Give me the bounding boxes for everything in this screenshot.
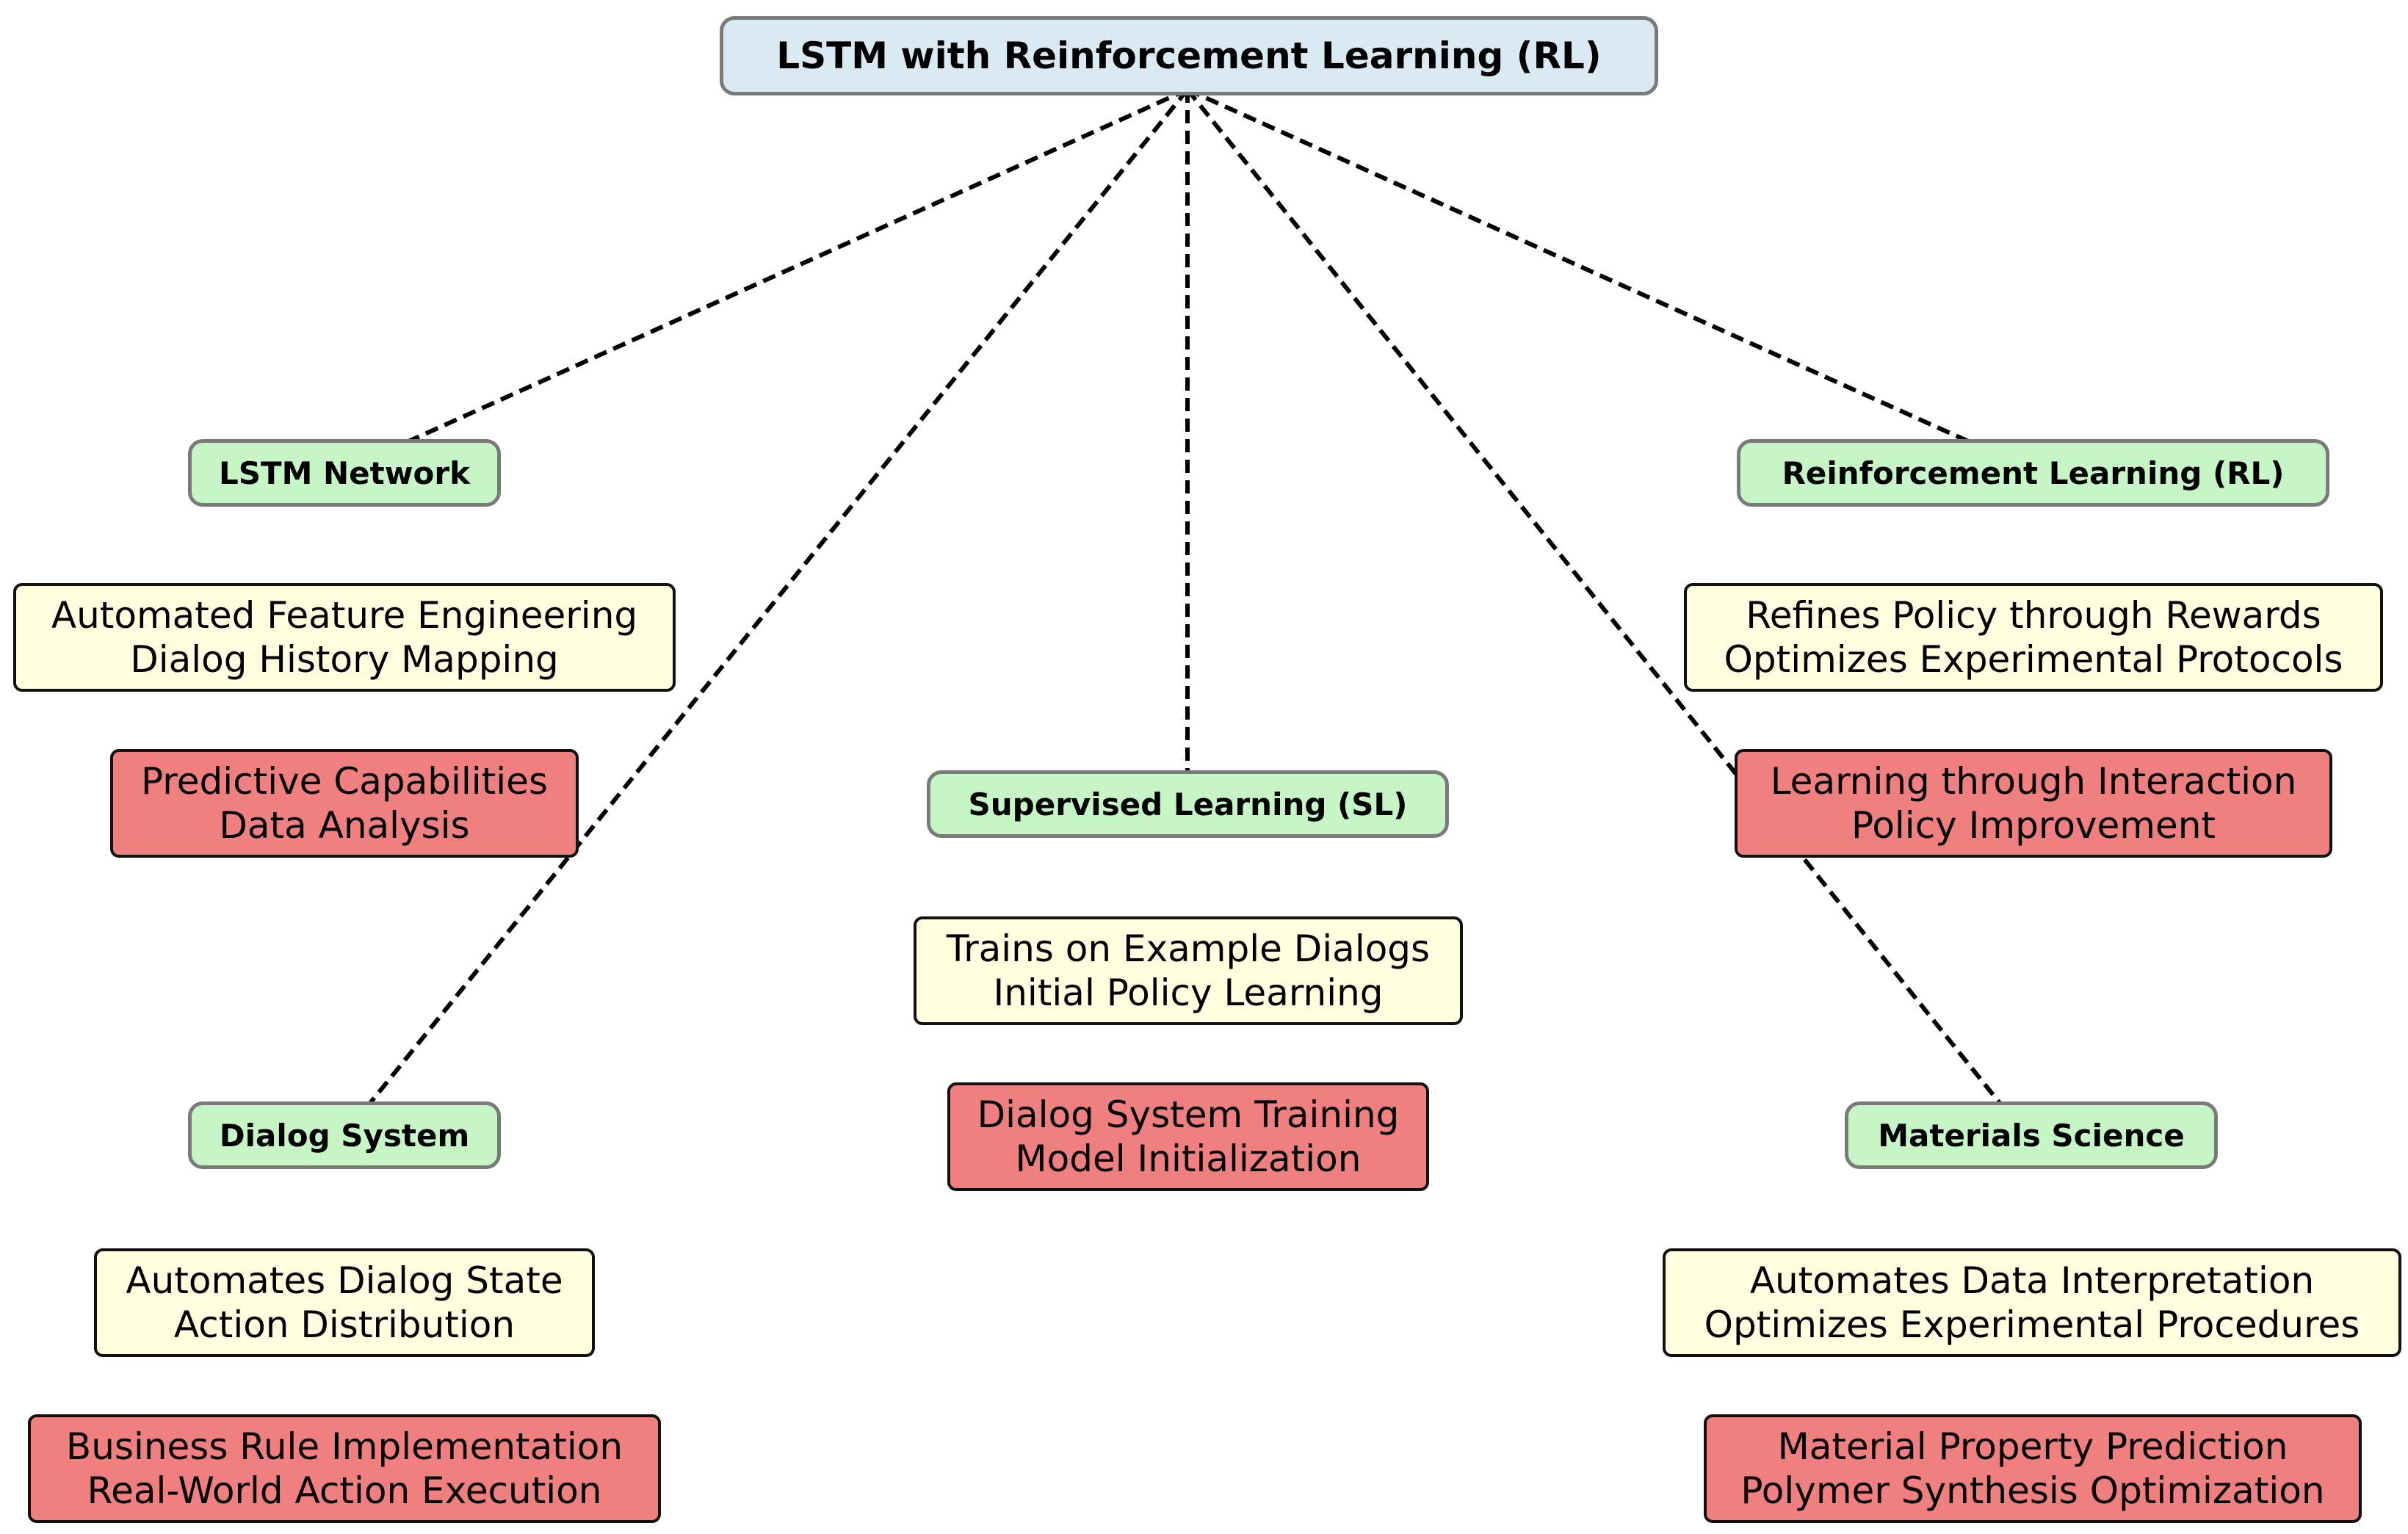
dialog-application-line-1: Business Rule Implementation bbox=[65, 1425, 623, 1468]
category-label-sl: Supervised Learning (SL) bbox=[968, 786, 1408, 822]
materials-application-line-1: Material Property Prediction bbox=[1777, 1425, 2288, 1468]
category-node-dialog: Dialog System bbox=[188, 1101, 501, 1169]
dialog-description-box: Automates Dialog State Action Distributi… bbox=[94, 1248, 595, 1357]
category-node-lstm: LSTM Network bbox=[188, 439, 501, 507]
lstm-application-line-2: Data Analysis bbox=[219, 804, 470, 847]
rl-description-line-2: Optimizes Experimental Protocols bbox=[1724, 638, 2343, 681]
lstm-application-line-1: Predictive Capabilities bbox=[140, 760, 548, 803]
sl-description-line-2: Initial Policy Learning bbox=[993, 972, 1384, 1014]
rl-description-line-1: Refines Policy through Rewards bbox=[1746, 594, 2321, 637]
category-label-dialog: Dialog System bbox=[219, 1117, 470, 1154]
rl-application-box: Learning through Interaction Policy Impr… bbox=[1735, 749, 2332, 858]
lstm-description-line-1: Automated Feature Engineering bbox=[51, 594, 638, 637]
edge-root-lstm bbox=[344, 87, 1189, 472]
dialog-application-line-2: Real-World Action Execution bbox=[87, 1469, 602, 1512]
sl-description-box: Trains on Example Dialogs Initial Policy… bbox=[914, 916, 1463, 1025]
materials-description-line-2: Optimizes Experimental Procedures bbox=[1704, 1303, 2360, 1346]
category-node-materials: Materials Science bbox=[1845, 1101, 2218, 1169]
dialog-description-line-1: Automates Dialog State bbox=[126, 1259, 563, 1302]
rl-application-line-1: Learning through Interaction bbox=[1770, 760, 2297, 803]
materials-description-box: Automates Data Interpretation Optimizes … bbox=[1663, 1248, 2401, 1357]
rl-application-line-2: Policy Improvement bbox=[1851, 804, 2216, 847]
edge-root-materials bbox=[1185, 88, 2020, 1126]
sl-application-line-2: Model Initialization bbox=[1015, 1137, 1362, 1180]
sl-application-box: Dialog System Training Model Initializat… bbox=[947, 1082, 1429, 1191]
lstm-description-box: Automated Feature Engineering Dialog His… bbox=[13, 583, 676, 692]
sl-description-line-1: Trains on Example Dialogs bbox=[946, 927, 1431, 970]
materials-application-line-2: Polymer Synthesis Optimization bbox=[1740, 1469, 2325, 1512]
lstm-application-box: Predictive Capabilities Data Analysis bbox=[110, 749, 579, 858]
edge-root-dialog bbox=[350, 88, 1190, 1126]
materials-application-box: Material Property Prediction Polymer Syn… bbox=[1704, 1414, 2362, 1523]
lstm-description-line-2: Dialog History Mapping bbox=[130, 638, 559, 681]
sl-application-line-1: Dialog System Training bbox=[977, 1093, 1400, 1136]
materials-description-line-1: Automates Data Interpretation bbox=[1749, 1259, 2315, 1302]
category-node-sl: Supervised Learning (SL) bbox=[927, 770, 1449, 838]
category-label-lstm: LSTM Network bbox=[218, 455, 471, 491]
category-label-rl: Reinforcement Learning (RL) bbox=[1782, 455, 2285, 491]
dialog-description-line-2: Action Distribution bbox=[173, 1303, 516, 1346]
category-label-materials: Materials Science bbox=[1878, 1117, 2185, 1154]
root-label: LSTM with Reinforcement Learning (RL) bbox=[776, 35, 1602, 77]
rl-description-box: Refines Policy through Rewards Optimizes… bbox=[1684, 583, 2383, 692]
edge-root-rl bbox=[1186, 87, 2033, 472]
category-node-rl: Reinforcement Learning (RL) bbox=[1737, 439, 2329, 507]
root-node: LSTM with Reinforcement Learning (RL) bbox=[720, 16, 1658, 95]
dialog-application-box: Business Rule Implementation Real-World … bbox=[28, 1414, 661, 1523]
